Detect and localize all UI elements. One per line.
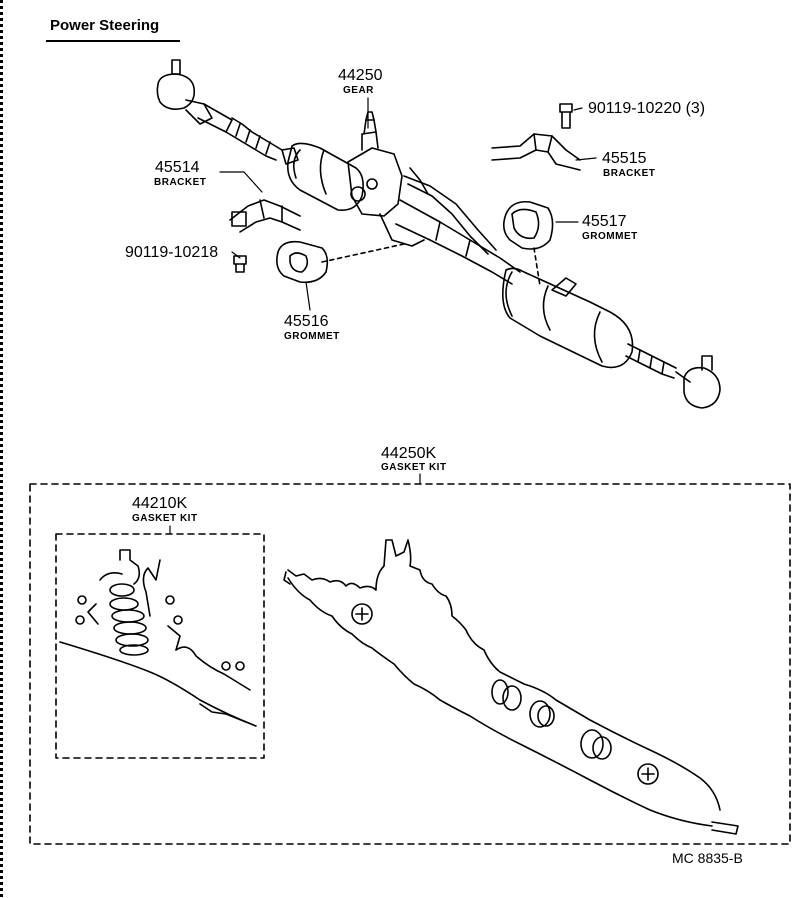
gasket-kit-44250k-frame	[29, 483, 791, 845]
bracket-45514	[229, 199, 301, 233]
pinion-seal-stack	[109, 583, 149, 656]
gear-housing	[286, 111, 521, 285]
bracket-45515	[491, 133, 581, 171]
mounting-reference-lines	[321, 243, 541, 287]
small-o-rings	[75, 595, 245, 671]
part-number-bracket-45514: 45514	[155, 159, 200, 176]
part-caption-gasket-kit-44210k: GASKET KIT	[132, 513, 198, 524]
left-rack-boot	[225, 117, 299, 165]
diagram-title: Power Steering	[50, 17, 160, 34]
part-number-gear: 44250	[338, 67, 383, 84]
part-caption-grommet-45517: GROMMET	[582, 231, 638, 242]
part-caption-bracket-45514: BRACKET	[154, 177, 207, 188]
right-cylinder	[502, 267, 634, 369]
part-number-bracket-45515: 45515	[602, 150, 647, 167]
leader-lines	[169, 97, 597, 535]
part-caption-gasket-kit-44250k: GASKET KIT	[381, 462, 447, 473]
part-number-grommet-45517: 45517	[582, 213, 627, 230]
part-number-bolt-90119-10218: 90119-10218	[125, 244, 219, 261]
pinion-valve-cutaway	[59, 549, 257, 727]
right-tie-rod-end	[675, 355, 721, 409]
part-number-grommet-45516: 45516	[284, 313, 329, 330]
bolt-90119-10218	[233, 255, 247, 273]
left-tie-rod-end	[156, 59, 233, 133]
page-left-edge-perforation	[0, 0, 3, 898]
gear-housing-outline	[283, 539, 739, 835]
right-rack-boot	[625, 343, 677, 379]
gasket-kit-44210k-frame	[55, 533, 265, 759]
grommet-45517	[502, 200, 554, 250]
part-number-gasket-kit-44210k: 44210K	[132, 495, 188, 512]
part-number-gasket-kit-44250k: 44250K	[381, 445, 437, 462]
housing-seals	[351, 603, 659, 785]
grommet-45516	[276, 240, 329, 284]
diagram-reference-code: MC 8835-B	[672, 850, 743, 866]
part-caption-gear: GEAR	[343, 85, 374, 96]
bolt-90119-10220	[559, 103, 573, 129]
part-number-bolt-90119-10220: 90119-10220 (3)	[588, 100, 706, 117]
part-caption-bracket-45515: BRACKET	[603, 168, 656, 179]
title-underline	[46, 40, 180, 42]
part-caption-grommet-45516: GROMMET	[284, 331, 340, 342]
